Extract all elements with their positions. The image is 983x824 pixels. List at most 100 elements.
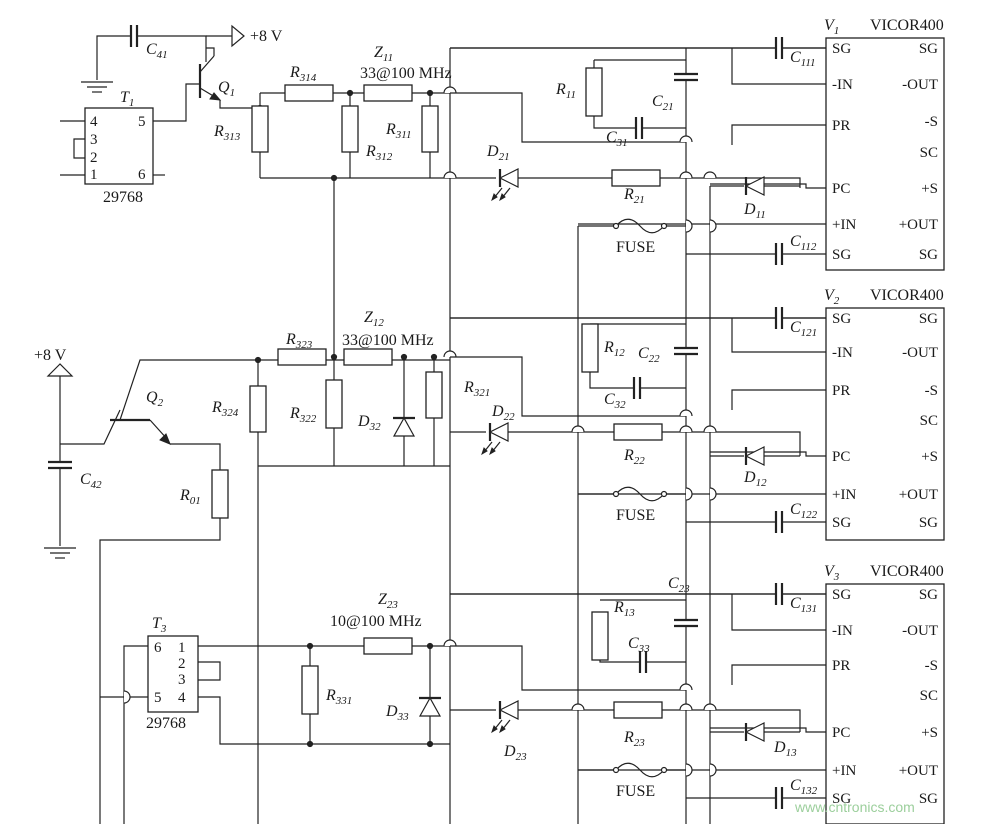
supply-arrow-left (46, 363, 74, 377)
led-d22-ray-head (489, 447, 496, 456)
fuse-1-end (612, 222, 620, 230)
module-pin-right: +S (921, 449, 938, 465)
cap-42-gap (48, 461, 72, 469)
resistor-313 (251, 105, 269, 153)
r01-top (170, 443, 221, 470)
pr-wire (731, 124, 826, 145)
cap-label-31: C31 (606, 129, 628, 149)
module-type-3: VICOR400 (870, 563, 944, 580)
module-pin-left: -IN (832, 623, 853, 639)
module-pin-right: -S (925, 114, 938, 130)
diode-d12 (744, 446, 765, 466)
module-pin-right: SG (919, 41, 938, 57)
led-d21-ray-head (491, 193, 498, 202)
transformer-pin: 3 (90, 132, 98, 148)
cap-111-gap (775, 36, 783, 60)
crossover-hop (703, 171, 717, 179)
fuse-3-end (660, 766, 668, 774)
diode-label-23: D23 (503, 743, 527, 763)
crossover-hop (679, 425, 693, 433)
module-ref-1: V1 (824, 17, 839, 37)
filter-ref-z11: Z11 (374, 44, 393, 64)
res-label-314: R314 (289, 64, 317, 84)
cap-label-32: C32 (604, 391, 626, 411)
led-d23 (498, 700, 519, 720)
t1-to-q1 (153, 83, 200, 122)
cap-label-111: C111 (790, 49, 816, 69)
res-label-312: R312 (365, 143, 393, 163)
cap-41-gap (130, 24, 138, 48)
transistor-ref-q2: Q2 (146, 389, 164, 409)
module-pin-left: SG (832, 311, 851, 327)
module-pin-right: +OUT (899, 217, 938, 233)
res-label-01: R01 (179, 487, 201, 507)
diode-label-22: D22 (491, 403, 515, 423)
filter-spec-z11: 33@100 MHz (360, 65, 452, 82)
led-d22-ray-head (481, 447, 488, 456)
r13-loop (450, 645, 686, 691)
crossover-hop (685, 219, 693, 233)
supply-label-top: +8 V (250, 28, 283, 45)
fuse-2-end (660, 490, 668, 498)
transformer-pin: 1 (178, 640, 186, 656)
resistor-323 (277, 348, 327, 366)
module-pin-right: SC (920, 688, 938, 704)
diode-label-12: D12 (743, 469, 767, 489)
crossover-hop (679, 409, 693, 417)
transformer-ref-t1: T1 (120, 89, 134, 109)
filter-spec-z23: 10@100 MHz (330, 613, 422, 630)
resistor-324 (249, 385, 267, 433)
res-label-321: R321 (463, 379, 490, 399)
transformer-part-t1: 29768 (103, 189, 143, 206)
crossover-hop (709, 487, 717, 501)
junction-dot (330, 174, 338, 182)
module-pin-right: SC (920, 145, 938, 161)
resistor-321 (425, 371, 443, 419)
supply-label-left: +8 V (34, 347, 67, 364)
module-pin-left: PR (832, 658, 850, 674)
res-label-11: R11 (555, 81, 576, 101)
junction-dot (306, 642, 314, 650)
cap-21-gap (674, 73, 698, 81)
crossover-hop (679, 703, 693, 711)
r11-loop (450, 92, 686, 143)
t1-loop (73, 138, 85, 159)
module-pin-left: SG (832, 515, 851, 531)
q1-emitter (219, 100, 260, 109)
module-pin-left: -IN (832, 345, 853, 361)
q2-base (60, 409, 121, 445)
minus-in-wire (731, 318, 826, 353)
crossover-hop (709, 763, 717, 777)
transformer-ref-t3: T3 (152, 615, 167, 635)
q2-collector (119, 359, 450, 421)
diode-label-32: D32 (357, 413, 381, 433)
fuse-3 (615, 762, 665, 778)
crossover-hop (443, 171, 457, 179)
junction-dot (306, 740, 314, 748)
resistor-12 (581, 323, 599, 373)
crossover-hop (703, 703, 717, 711)
transformer-pin: 2 (90, 150, 98, 166)
resistor-331 (301, 665, 319, 715)
r23-to-pc (662, 709, 801, 732)
watermark: www.cntronics.com (794, 799, 915, 815)
transformer-t1 (84, 107, 154, 185)
filter-spec-z12: 33@100 MHz (342, 332, 434, 349)
cap-112-gap (775, 242, 783, 266)
vicor-module-2 (825, 307, 945, 541)
cap-32-gap (633, 376, 641, 400)
module-pin-left: PC (832, 725, 850, 741)
transistor-q1-c (199, 55, 215, 73)
diode-label-11: D11 (743, 201, 766, 221)
diode-label-33: D33 (385, 703, 409, 723)
led-d23-ray-head (491, 725, 498, 734)
res-label-323: R323 (285, 331, 313, 351)
transformer-pin: 4 (90, 114, 98, 130)
module-pin-left: +IN (832, 763, 856, 779)
q1-collector (206, 47, 215, 56)
cap-label-21: C21 (652, 93, 674, 113)
module-pin-right: +S (921, 725, 938, 741)
fuse-1 (615, 218, 665, 234)
module-pin-left: -IN (832, 77, 853, 93)
fuse-1-end (660, 222, 668, 230)
